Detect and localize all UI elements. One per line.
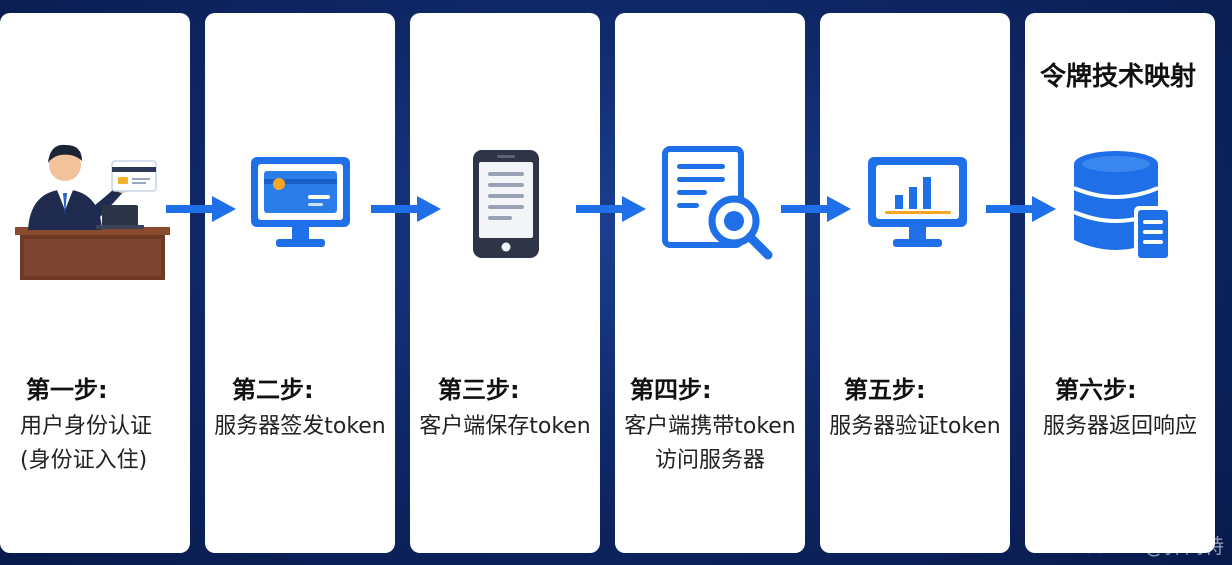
step-title-3: 第三步: (438, 376, 520, 404)
step-desc-1-line-1: 用户身份认证 (20, 414, 153, 439)
step-desc-4: 客户端携带token 访问服务器 (620, 410, 800, 478)
step-title-5: 第五步: (844, 376, 926, 404)
arrow-right-icon (781, 196, 851, 222)
watermark: CSDN @弹简特 (1080, 534, 1224, 558)
arrow-right-icon (576, 196, 646, 222)
monitor-card-icon (251, 157, 350, 247)
step-desc-3-line-1: 客户端保存token (419, 414, 591, 439)
step-card-5 (820, 13, 1010, 553)
hotel-receptionist-icon (15, 144, 170, 280)
step-card-6 (1025, 13, 1215, 553)
step-desc-4-line-1: 客户端携带token (624, 414, 796, 439)
step-card-4 (615, 13, 805, 553)
step-desc-1: 用户身份认证 (身份证入住) (20, 410, 152, 478)
step-desc-6-line-1: 服务器返回响应 (1042, 414, 1197, 439)
step-desc-2: 服务器签发token (212, 410, 388, 444)
smartphone-icon (473, 150, 539, 258)
arrow-right-icon (166, 196, 236, 222)
arrow-right-icon (371, 196, 441, 222)
step-title-2: 第二步: (232, 376, 314, 404)
step-card-3 (410, 13, 600, 553)
arrow-right-icon (986, 196, 1056, 222)
monitor-chart-icon (868, 157, 967, 247)
step-desc-4-line-2: 访问服务器 (654, 448, 765, 473)
step-desc-3: 客户端保存token (417, 410, 593, 444)
document-search-icon (662, 146, 773, 260)
step-title-1: 第一步: (26, 376, 108, 404)
step-desc-1-line-2: (身份证入住) (20, 448, 148, 473)
step-desc-6: 服务器返回响应 (1032, 410, 1208, 444)
step-desc-5: 服务器验证token (827, 410, 1003, 444)
mapping-heading: 令牌技术映射 (1040, 62, 1197, 92)
step-title-4: 第四步: (630, 376, 712, 404)
step-title-6: 第六步: (1055, 376, 1137, 404)
step-desc-2-line-1: 服务器签发token (214, 414, 386, 439)
step-card-2 (205, 13, 395, 553)
database-server-icon (1073, 151, 1172, 262)
step-desc-5-line-1: 服务器验证token (829, 414, 1001, 439)
step-card-1 (0, 13, 190, 553)
